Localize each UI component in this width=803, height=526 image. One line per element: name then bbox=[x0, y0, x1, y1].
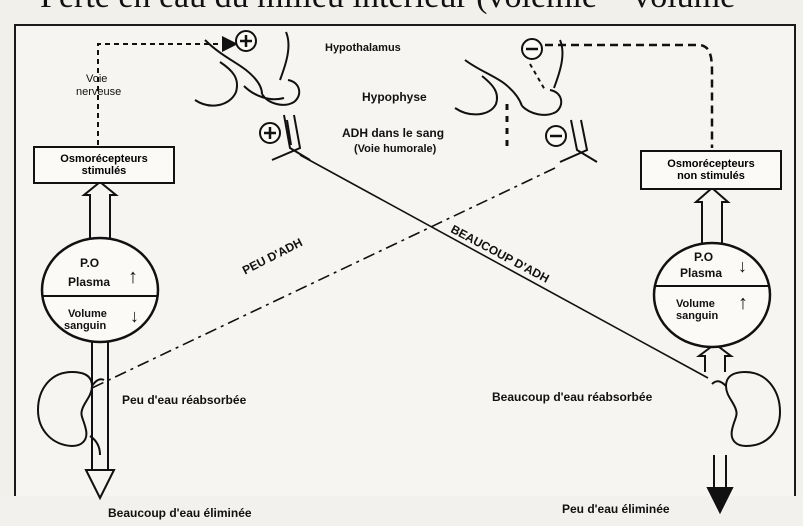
right-plasma-label: Plasma bbox=[680, 266, 722, 280]
plus-symbol-vessel bbox=[260, 123, 280, 143]
right-nerve-path bbox=[545, 45, 712, 148]
right-down-arrow bbox=[708, 455, 732, 512]
voie-label: Voie bbox=[86, 73, 107, 85]
right-up-arrow-bottom bbox=[699, 344, 731, 372]
left-down-arrow bbox=[86, 340, 114, 498]
left-volume-label: Volume bbox=[68, 308, 107, 320]
right-sanguin-label: sanguin bbox=[676, 310, 718, 322]
right-reabsorbee-label: Beaucoup d'eau réabsorbée bbox=[492, 390, 652, 404]
right-osmo-line2: non stimulés bbox=[642, 170, 780, 182]
minus-symbol-vessel bbox=[546, 126, 566, 146]
right-up-arrow-top bbox=[696, 188, 728, 248]
right-osmoreceptor-box: Osmorécepteurs non stimulés bbox=[640, 150, 782, 190]
peu-adh-line bbox=[92, 168, 555, 388]
right-volume-up-arrow: ↑ bbox=[738, 292, 748, 315]
left-po-label: P.O bbox=[80, 256, 99, 270]
right-po-label: P.O bbox=[694, 250, 713, 264]
left-volume-down-arrow: ↓ bbox=[130, 306, 139, 327]
hypothalamus-label: Hypothalamus bbox=[325, 42, 401, 54]
adh-sang-label: ADH dans le sang bbox=[342, 126, 444, 140]
right-hypophysis-dash bbox=[530, 64, 545, 90]
left-plasma-label: Plasma bbox=[68, 275, 110, 289]
right-volume-label: Volume bbox=[676, 298, 715, 310]
left-up-arrow bbox=[84, 182, 116, 238]
right-po-down-arrow: ↓ bbox=[738, 256, 747, 277]
right-kidney bbox=[712, 372, 780, 446]
left-kidney bbox=[38, 372, 104, 455]
left-osmoreceptor-box: Osmorécepteurs stimulés bbox=[33, 146, 175, 184]
left-sanguin-label: sanguin bbox=[64, 320, 106, 332]
minus-symbol-top bbox=[522, 39, 542, 59]
left-osmo-line2: stimulés bbox=[35, 165, 173, 177]
left-reabsorbee-label: Peu d'eau réabsorbée bbox=[122, 393, 246, 407]
right-osmo-line1: Osmorécepteurs bbox=[642, 158, 780, 170]
left-eliminee-label: Beaucoup d'eau éliminée bbox=[108, 506, 252, 520]
right-eliminee-label: Peu d'eau éliminée bbox=[562, 502, 670, 516]
left-po-up-arrow: ↑ bbox=[128, 266, 138, 289]
nerveuse-label: nerveuse bbox=[76, 86, 121, 98]
plus-symbol-top bbox=[236, 31, 256, 51]
voie-humorale-label: (Voie humorale) bbox=[354, 143, 436, 155]
right-hypothalamus-drawing bbox=[455, 40, 562, 115]
left-osmo-line1: Osmorécepteurs bbox=[35, 153, 173, 165]
hypophyse-label: Hypophyse bbox=[362, 90, 427, 104]
